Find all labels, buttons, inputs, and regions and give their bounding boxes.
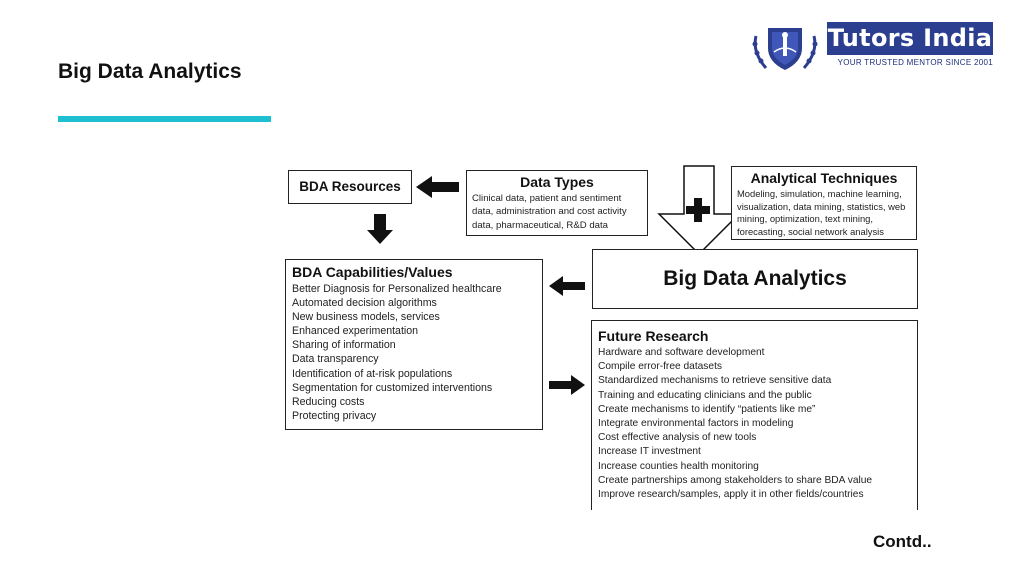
list-item: Integrate environmental factors in model…	[598, 418, 794, 430]
title-underline	[58, 116, 271, 122]
future-research-list: Hardware and software development Compil…	[598, 346, 911, 502]
list-item: Protecting privacy	[292, 409, 377, 422]
list-item: Segmentation for customized intervention…	[292, 381, 493, 394]
list-item: Identification of at-risk populations	[292, 367, 453, 380]
big-data-analytics-box: Big Data Analytics	[592, 249, 918, 309]
list-item: Training and educating clinicians and th…	[598, 389, 812, 401]
list-item: Better Diagnosis for Personalized health…	[292, 283, 502, 295]
list-item: Cost effective analysis of new tools	[598, 432, 757, 444]
analytical-techniques-heading: Analytical Techniques	[750, 170, 898, 186]
logo-tagline: YOUR TRUSTED MENTOR SINCE 2001	[837, 58, 993, 67]
analytical-techniques-text: Modeling, simulation, machine learning, …	[737, 188, 906, 237]
future-research-box: Future Research Hardware and software de…	[591, 320, 918, 510]
list-item: Automated decision algorithms	[292, 297, 437, 310]
list-item: Improve research/samples, apply it in ot…	[598, 489, 864, 501]
contd-label: Contd..	[873, 532, 932, 551]
capabilities-box: BDA Capabilities/Values Better Diagnosis…	[285, 259, 543, 430]
bda-resources-heading: BDA Resources	[299, 179, 401, 194]
logo-brand: Tutors India	[827, 22, 993, 55]
list-item: Compile error-free datasets	[598, 361, 722, 373]
list-item: Hardware and software development	[598, 347, 765, 358]
data-types-box: Data Types Clinical data, patient and se…	[466, 170, 648, 236]
list-item: Reducing costs	[292, 395, 365, 408]
list-item: New business models, services	[292, 311, 440, 324]
big-data-analytics-heading: Big Data Analytics	[663, 267, 847, 290]
list-item: Standardized mechanisms to retrieve sens…	[598, 375, 832, 387]
tutors-india-logo: Tutors India YOUR TRUSTED MENTOR SINCE 2…	[748, 22, 993, 74]
crest-icon	[752, 28, 818, 70]
arrow-to-future-research	[549, 375, 585, 395]
capabilities-heading: BDA Capabilities/Values	[292, 264, 453, 280]
bda-resources-box: BDA Resources	[288, 170, 412, 204]
arrow-to-capabilities	[367, 214, 393, 244]
data-types-text: Clinical data, patient and sentiment dat…	[472, 193, 627, 231]
arrow-to-resources	[416, 176, 459, 198]
future-research-heading: Future Research	[598, 328, 709, 344]
data-types-heading: Data Types	[520, 174, 594, 190]
list-item: Sharing of information	[292, 339, 396, 352]
list-item: Create partnerships among stakeholders t…	[598, 474, 873, 486]
list-item: Enhanced experimentation	[292, 325, 419, 338]
arrow-bda-to-capabilities	[549, 276, 585, 296]
list-item: Create mechanisms to identify “patients …	[598, 403, 816, 415]
list-item: Increase counties health monitoring	[598, 460, 759, 472]
list-item: Increase IT investment	[598, 446, 701, 458]
list-item: Data transparency	[292, 353, 379, 366]
analytical-techniques-box: Analytical Techniques Modeling, simulati…	[731, 166, 917, 240]
slide-title: Big Data Analytics	[58, 60, 242, 83]
capabilities-list: Better Diagnosis for Personalized health…	[292, 282, 536, 423]
